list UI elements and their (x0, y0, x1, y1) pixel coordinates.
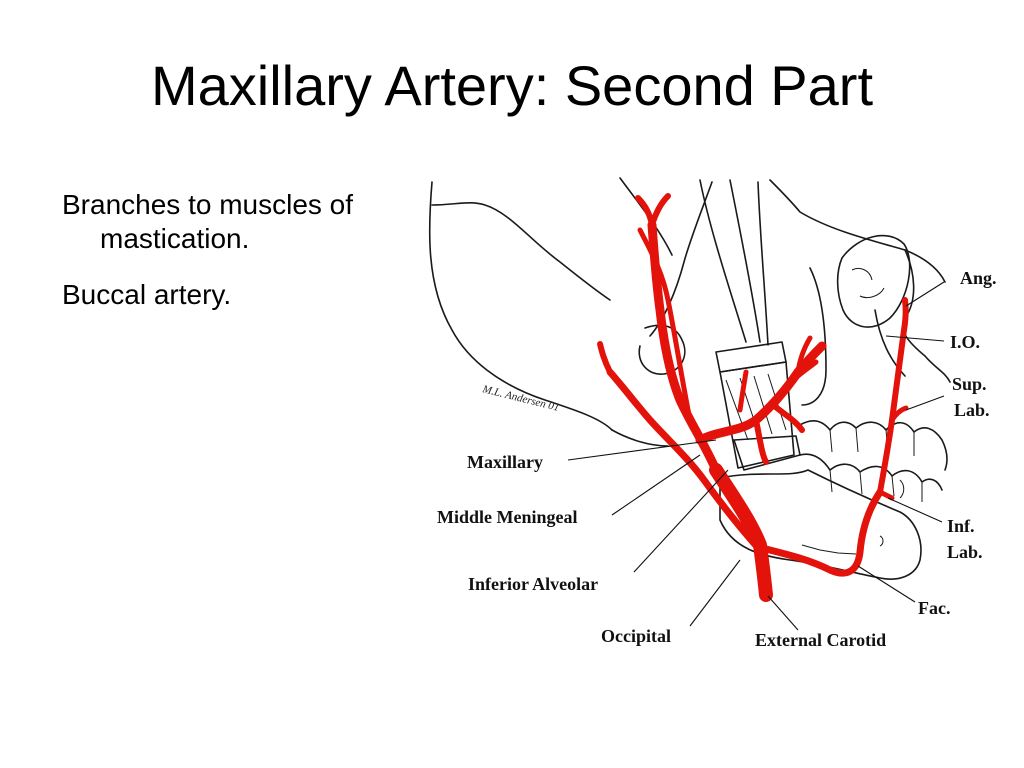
label-inf-lab-line2: Lab. (947, 542, 983, 562)
bullet-item: Branches to muscles of mastication. (62, 189, 354, 254)
label-external-carotid: External Carotid (755, 630, 886, 650)
diagram-labels: Ang. I.O. Sup. Lab. Maxillary Middle Men… (437, 268, 997, 650)
nerve-strands (699, 179, 769, 346)
label-inferior-alveolar: Inferior Alveolar (468, 574, 598, 594)
label-middle-meningeal: Middle Meningeal (437, 507, 578, 527)
label-leaders (567, 281, 945, 631)
label-io: I.O. (950, 332, 980, 352)
bullet-item: Buccal artery. (62, 279, 232, 310)
artery-network (597, 193, 909, 602)
label-fac: Fac. (918, 598, 950, 618)
maxillary-artery-diagram: M.L. Andersen 01 Ang. I.O. Sup. Lab. Max… (428, 177, 997, 650)
label-maxillary: Maxillary (467, 452, 543, 472)
slide-title: Maxillary Artery: Second Part (150, 54, 874, 117)
artist-signature: M.L. Andersen 01 (480, 383, 560, 414)
label-sup-lab-line2: Lab. (954, 400, 990, 420)
label-occipital: Occipital (601, 626, 671, 646)
label-ang: Ang. (960, 268, 997, 288)
label-inf-lab-line1: Inf. (947, 516, 975, 536)
orbit-shape (836, 234, 911, 328)
bullet-list: Branches to muscles of mastication. Bucc… (62, 188, 402, 334)
pterygoid-muscle (715, 341, 801, 471)
label-sup-lab-line1: Sup. (952, 374, 987, 394)
